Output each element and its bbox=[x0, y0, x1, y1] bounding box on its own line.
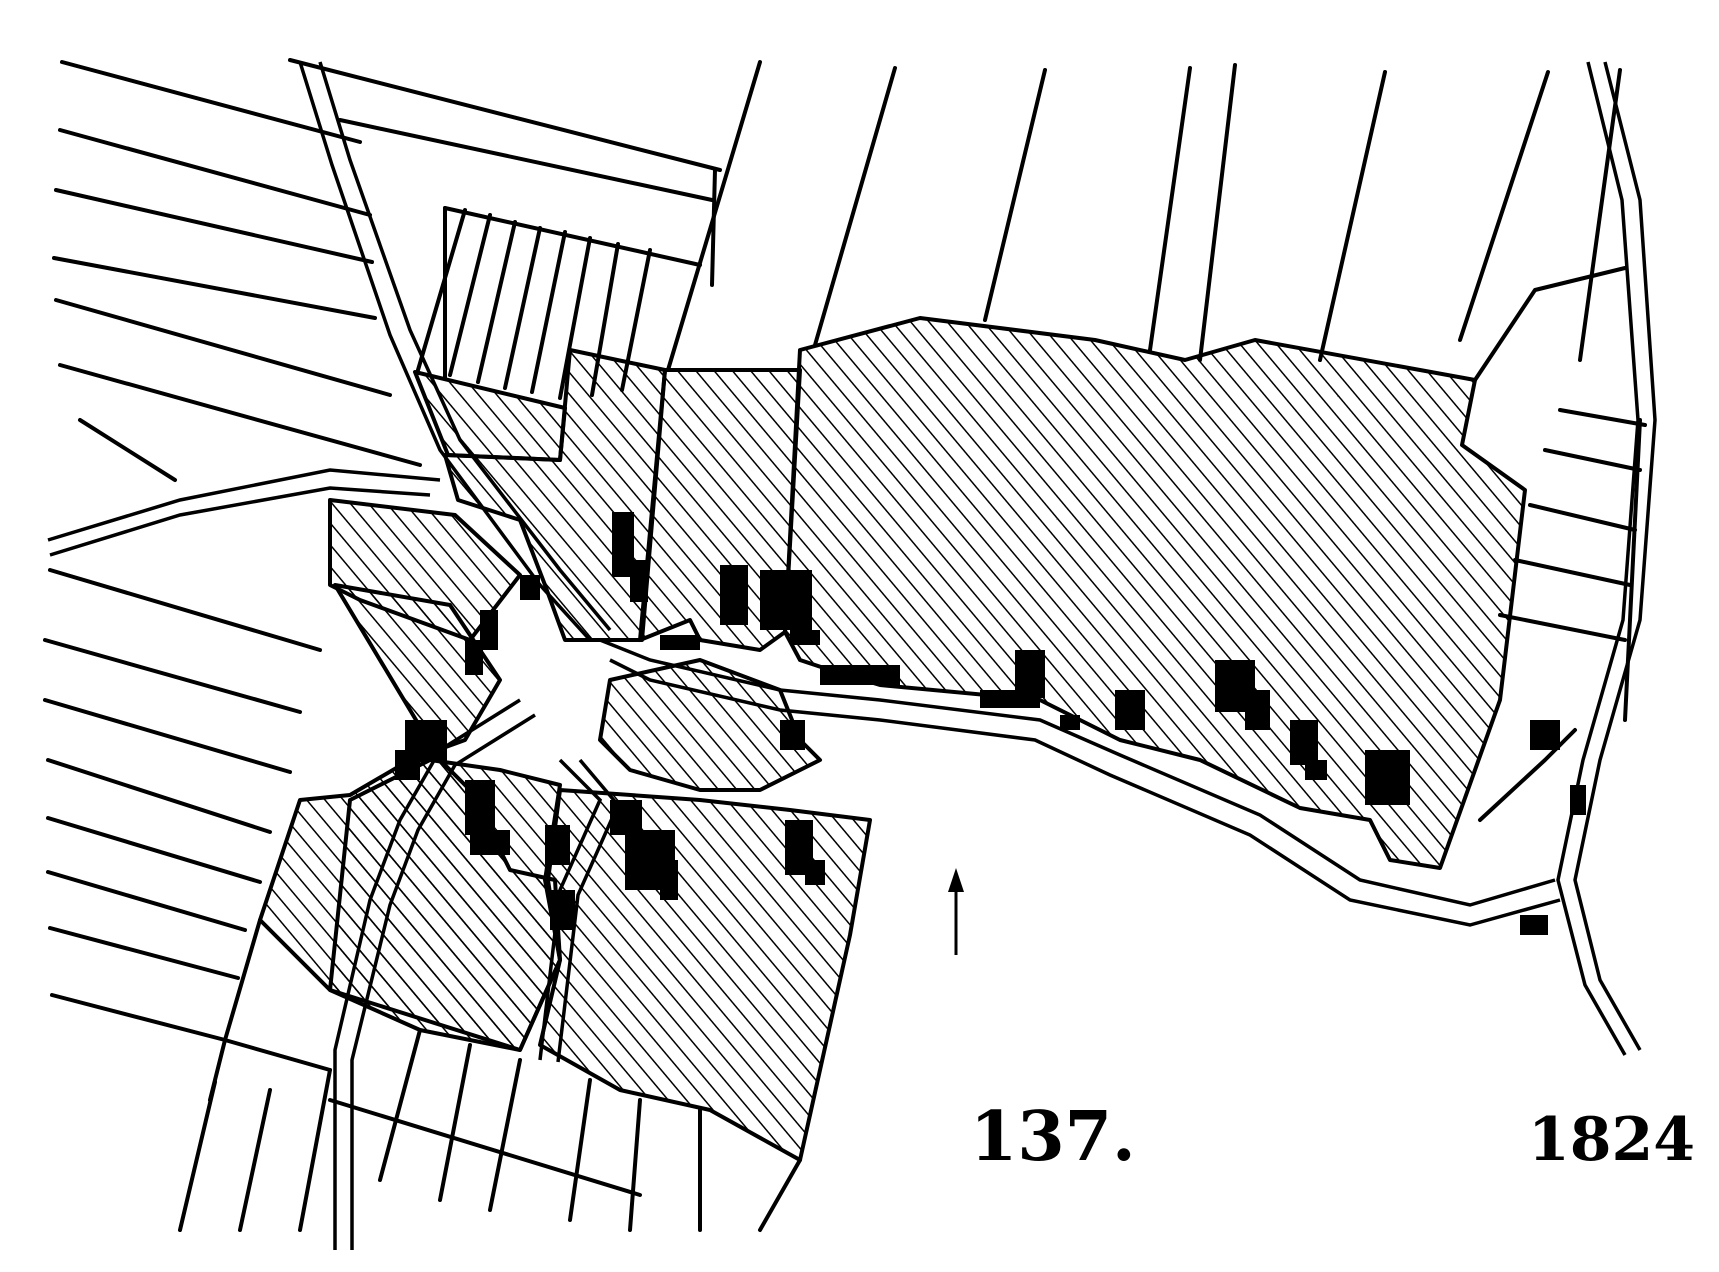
south-field-strips bbox=[178, 918, 802, 1232]
north-arrow-icon bbox=[948, 868, 964, 955]
north-field-strips bbox=[288, 58, 1622, 372]
northwest-enclosure bbox=[416, 206, 702, 400]
west-field-strips bbox=[43, 60, 422, 1042]
hatched-garden-plots bbox=[258, 316, 1527, 1162]
east-enclosures bbox=[1473, 266, 1647, 822]
figure-number-label: 137. bbox=[970, 1097, 1136, 1177]
buildings bbox=[395, 512, 1586, 935]
roads bbox=[47, 61, 1657, 1250]
map-year-label: 1824 bbox=[1528, 1105, 1695, 1175]
